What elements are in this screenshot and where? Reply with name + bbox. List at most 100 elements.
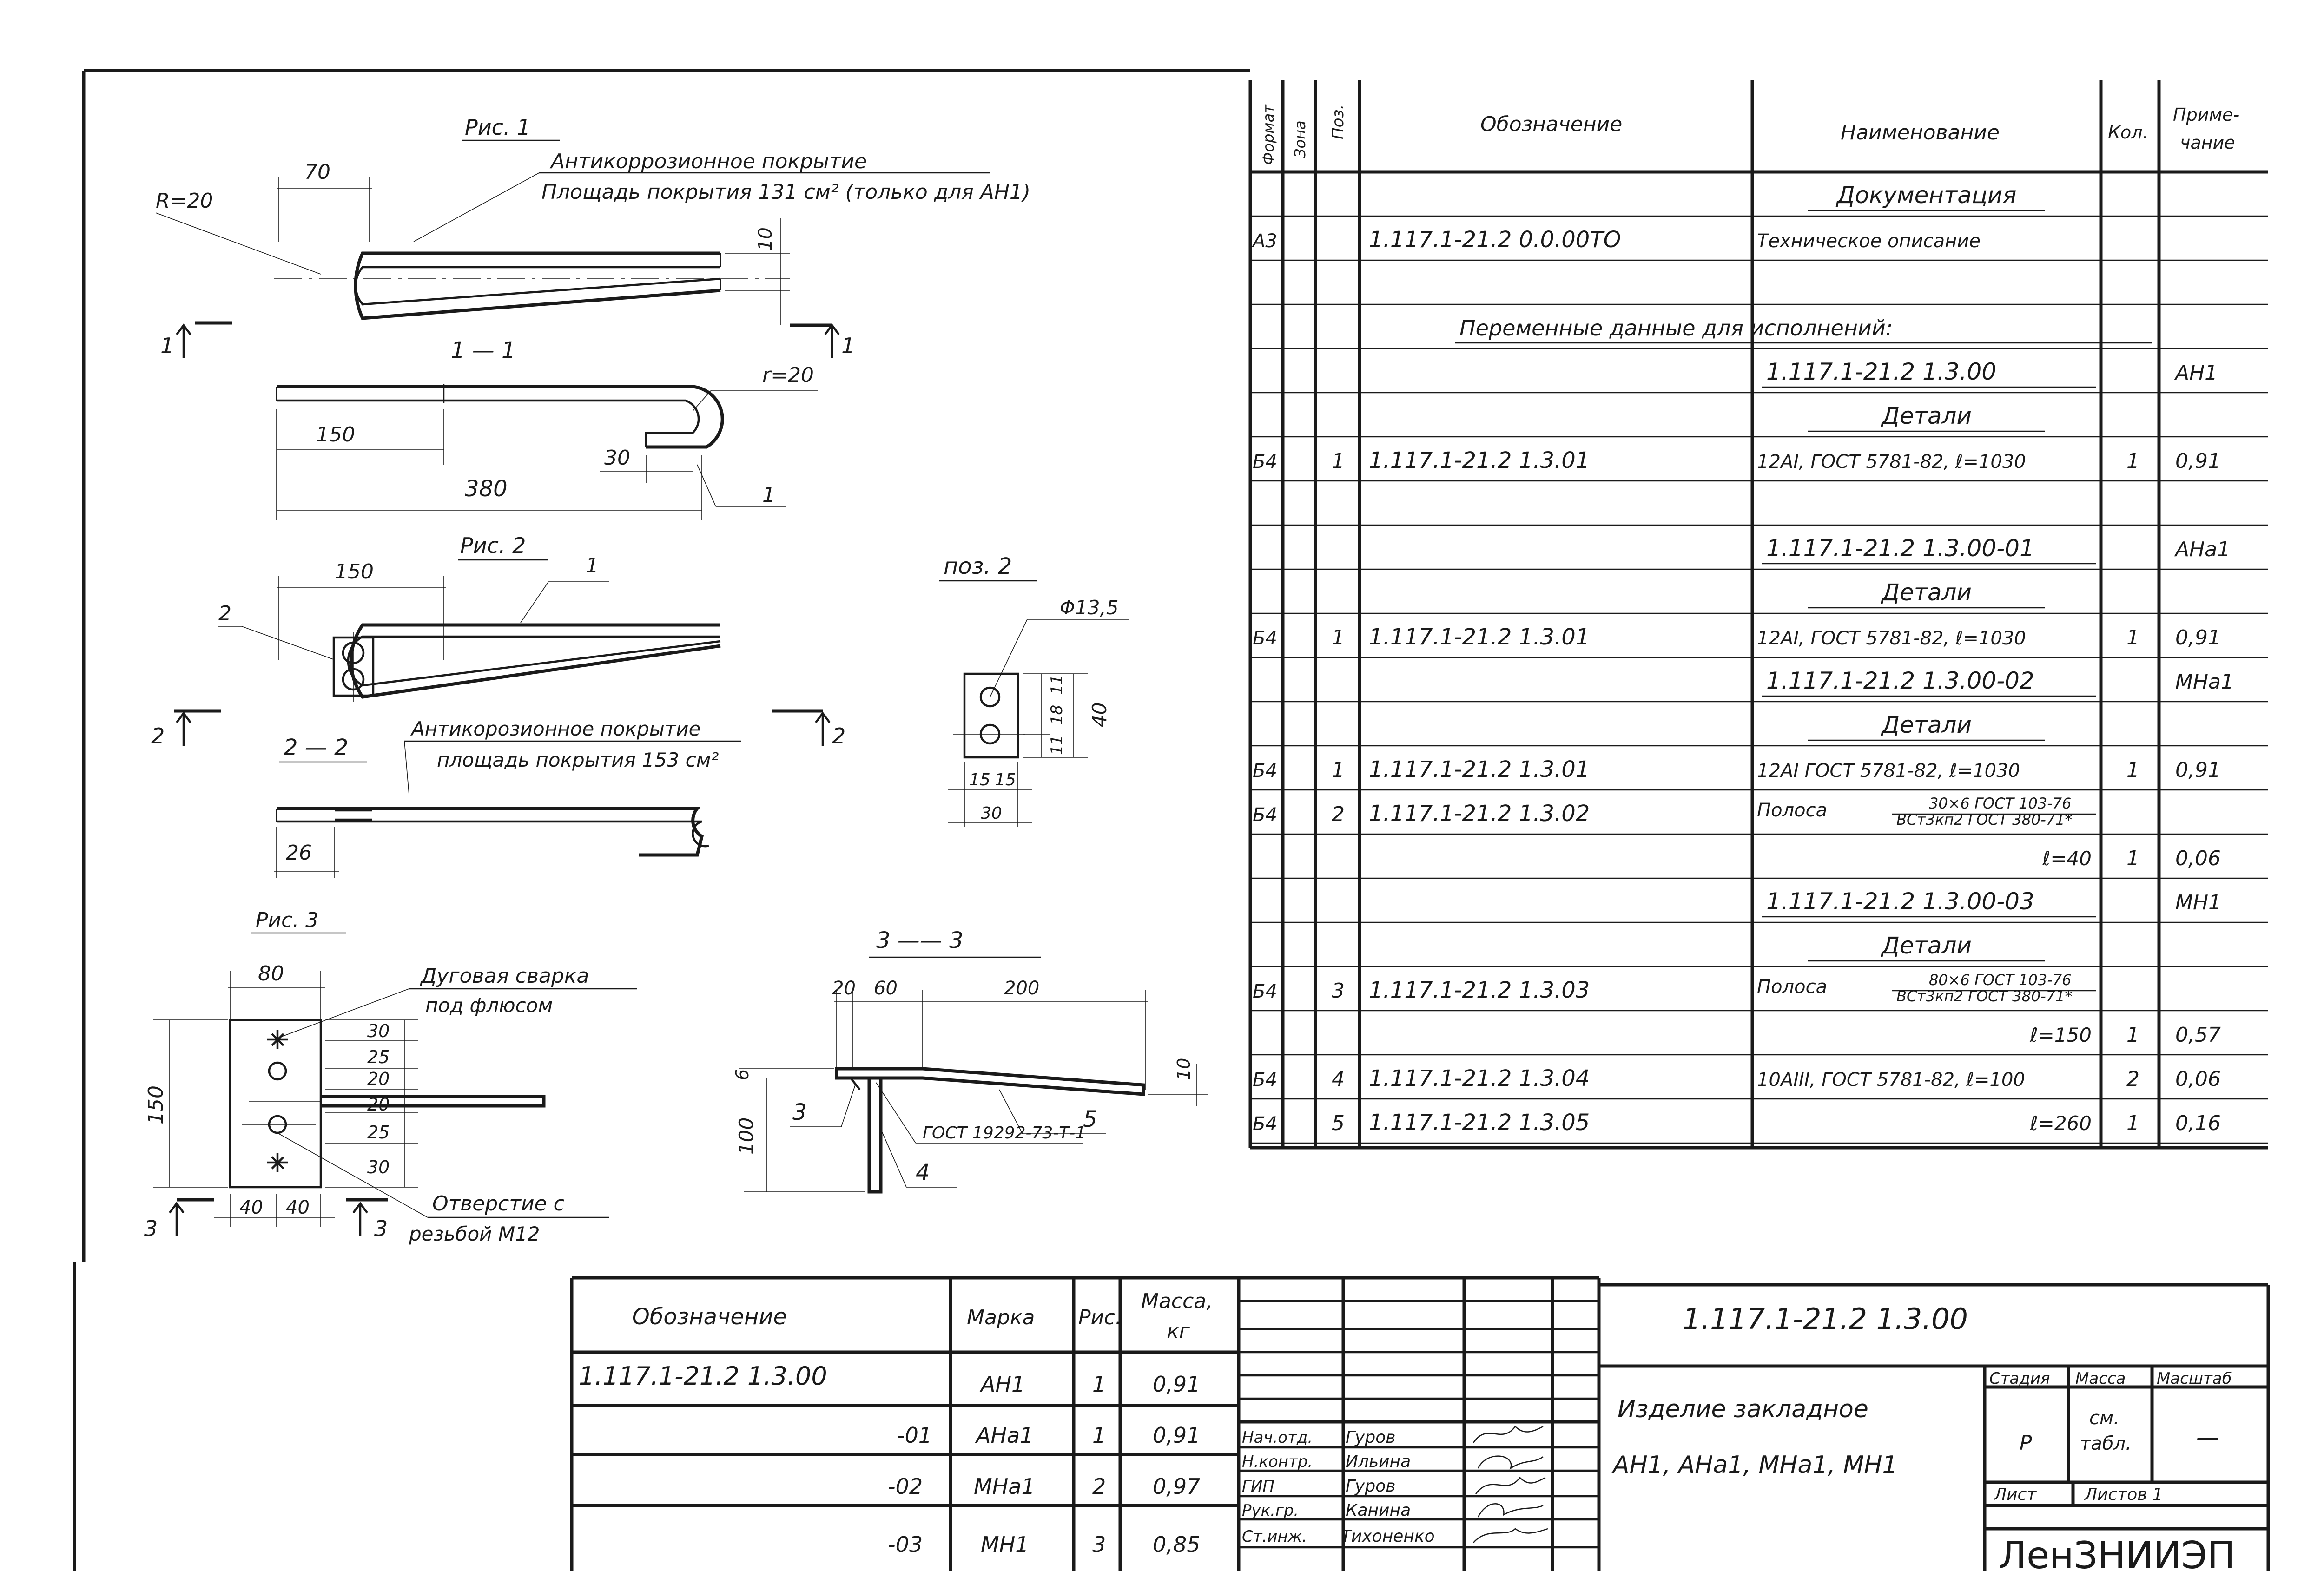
fig3-dim-20b: 20 [367, 1094, 390, 1115]
spec-row-pos: 3 [1332, 979, 1345, 1003]
spec-row-heading: Детали [1881, 579, 1972, 606]
fig3-dim-25a: 25 [367, 1047, 390, 1067]
fig2-title: Рис. 2 [460, 533, 526, 558]
spec-row-name: ℓ=260 [2029, 1112, 2092, 1135]
poz2-dim-30: 30 [981, 804, 1002, 823]
spec-row-wide: Переменные данные для исполнений: [1459, 316, 1893, 341]
fig2-dim-150: 150 [335, 560, 374, 584]
sect3-dim-10: 10 [1174, 1058, 1194, 1080]
fig3-weld-2: под флюсом [425, 994, 553, 1017]
fig1-dim-30: 30 [604, 446, 630, 470]
spec-row-note: АН1 [2174, 361, 2218, 385]
spec-row-qty: 1 [2126, 847, 2139, 870]
fig2-dim-26: 26 [286, 841, 312, 865]
spec-h-qty: Кол. [2108, 122, 2148, 143]
sect3-title: 3 —— 3 [876, 927, 964, 953]
spec-row-format: Б4 [1253, 804, 1277, 826]
spec-row-pos: 1 [1332, 449, 1345, 473]
fig3-dim-30b: 30 [367, 1157, 390, 1177]
variant-row-3-code: -03 [888, 1532, 923, 1557]
fig3-title: Рис. 3 [256, 908, 318, 932]
spec-row-note: 0,06 [2175, 1067, 2221, 1091]
variant-row-0-fig: 1 [1092, 1372, 1106, 1397]
spec-row-name: Полоса [1757, 976, 1827, 998]
variant-row-2-fig: 2 [1092, 1474, 1106, 1499]
fig3-hole-2: резьбой М12 [409, 1223, 540, 1245]
spec-row-code: 1.117.1-21.2 0.0.00ТО [1369, 227, 1621, 253]
spec-row-note: 0,16 [2175, 1111, 2221, 1135]
fig1-area-label: Площадь покрытия 131 см² (только для АН1… [541, 180, 1030, 204]
fig1-dim-150: 150 [316, 423, 355, 447]
sect3-dim-100: 100 [735, 1117, 758, 1155]
fig1-coating-label: Антикоррозионное покрытие [549, 150, 867, 173]
spec-row-name: 10АIII, ГОСТ 5781-82, ℓ=100 [1757, 1069, 2025, 1091]
spec-row-name: ℓ=40 [2042, 847, 2092, 870]
variants-table: Обозначение Марка Рис. Масса, кг 1.117.1… [570, 1276, 1599, 1571]
spec-row-note: 0,57 [2175, 1023, 2221, 1047]
fig3-mark-left: 3 [144, 1216, 158, 1241]
spec-row-qty: 2 [2126, 1067, 2139, 1091]
fig3-plate [229, 1019, 322, 1189]
spec-row-format: Б4 [1253, 760, 1277, 782]
spec-row-code: 1.117.1-21.2 1.3.01 [1369, 756, 1590, 782]
title-scale-header: Масштаб [2157, 1369, 2232, 1388]
variant-row-0-mass: 0,91 [1153, 1372, 1200, 1397]
variants-h-fig: Рис. [1078, 1306, 1122, 1329]
variants-h-mass-2: кг [1167, 1320, 1190, 1343]
title-name-line-2: АН1, АНа1, МНа1, МН1 [1611, 1451, 1898, 1479]
figure-1: Рис. 1 Антикоррозионное покрытие Площадь… [155, 115, 1030, 520]
fig3-dim-150: 150 [144, 1085, 168, 1124]
spec-h-format: Формат [1260, 104, 1277, 165]
variant-row-2-code: -02 [888, 1474, 923, 1499]
spec-row-frac-bot: ВСт3кп2 ГОСТ 380-71* [1896, 987, 2073, 1005]
spec-row-qty: 1 [2126, 626, 2139, 650]
title-scale: — [2196, 1424, 2219, 1451]
figure-2: Рис. 2 1 150 2 2 2 Антикорозионное покры… [151, 533, 845, 878]
fig3-dim-20a: 20 [367, 1069, 390, 1089]
sect3-pos-3: 3 [792, 1099, 807, 1125]
specification-table: Формат Зона Поз. Обозначение Наименовани… [1248, 80, 2268, 1150]
person-0-name: Гуров [1346, 1428, 1395, 1447]
spec-row-pos: 1 [1332, 758, 1345, 782]
spec-h-name: Наименование [1841, 121, 2000, 145]
spec-row-code: 1.117.1-21.2 1.3.01 [1369, 447, 1590, 473]
spec-row-pos: 2 [1332, 802, 1345, 826]
sheet-frame [73, 69, 1250, 1571]
spec-row-name: Техническое описание [1757, 230, 1981, 252]
section-mark-2-left: 2 [151, 709, 221, 749]
fig1-title: Рис. 1 [465, 115, 530, 140]
fig3-dim-40b: 40 [286, 1197, 310, 1218]
spec-h-pos: Поз. [1329, 105, 1347, 139]
spec-row-name: Полоса [1757, 800, 1827, 821]
spec-row-qty: 1 [2126, 1023, 2139, 1047]
title-stage: Р [2020, 1431, 2032, 1455]
fig1-mark-right: 1 [841, 333, 855, 358]
fig3-weld: Дуговая сварка [420, 964, 589, 988]
title-block: 1.117.1-21.2 1.3.00 Изделие закладное АН… [1239, 1278, 2270, 1571]
title-stage-header: Стадия [1989, 1369, 2050, 1388]
spec-row-pos: 5 [1332, 1111, 1345, 1135]
fig3-dim-30a: 30 [367, 1021, 390, 1041]
fig1-mark-left: 1 [160, 333, 174, 358]
person-4-role: Ст.инж. [1242, 1527, 1307, 1546]
title-sheets: Листов 1 [2084, 1485, 2163, 1504]
spec-row-note: МНа1 [2175, 670, 2234, 694]
spec-row-format: Б4 [1253, 981, 1277, 1002]
section-3-3: 3 —— 3 20 60 200 6 10 100 3 5 ГОСТ 19292… [732, 927, 1208, 1194]
person-2-role: ГИП [1242, 1477, 1274, 1496]
weld-mark-top [267, 1030, 288, 1049]
title-organization: ЛенЗНИИЭП [1999, 1534, 2235, 1571]
title-doc-code: 1.117.1-21.2 1.3.00 [1683, 1302, 1968, 1336]
spec-row-frac-bot: ВСт3кп2 ГОСТ 380-71* [1896, 811, 2073, 828]
person-1-role: Н.контр. [1242, 1453, 1313, 1471]
fig3-mark-right: 3 [374, 1216, 388, 1241]
variant-row-1-mark: АНа1 [975, 1423, 1034, 1448]
title-name-line-1: Изделие закладное [1618, 1395, 1868, 1423]
poz2-dim-40: 40 [1088, 703, 1111, 727]
spec-row-format: Б4 [1253, 1113, 1277, 1135]
spec-row-qty: 1 [2126, 1111, 2139, 1135]
spec-row-pos: 4 [1332, 1067, 1345, 1091]
spec-row-heading: Детали [1881, 402, 1972, 429]
